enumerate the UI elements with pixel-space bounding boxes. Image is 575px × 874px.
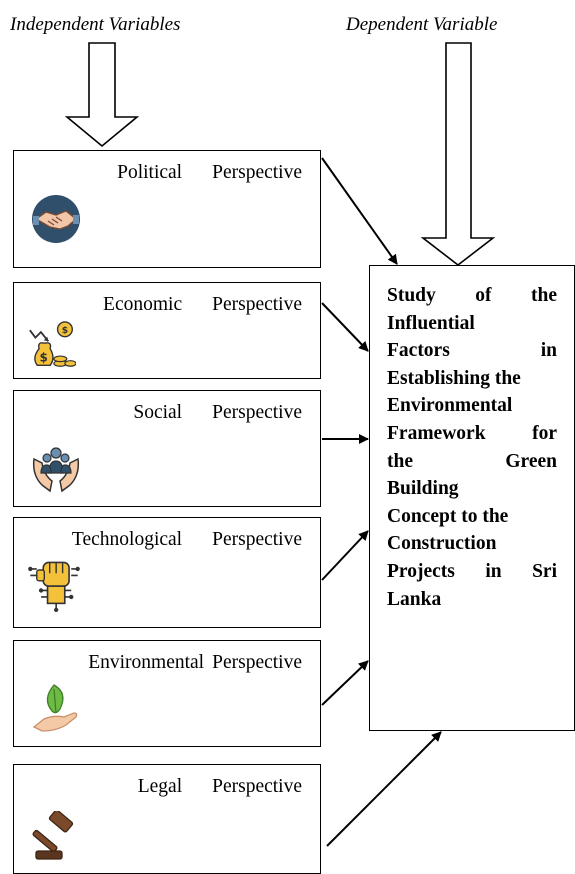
independent-variables-header: Independent Variables bbox=[10, 14, 181, 35]
social-perspective-box: Social Perspective bbox=[13, 390, 321, 507]
legal-perspective-box: Legal Perspective bbox=[13, 764, 321, 874]
arrow-environmental bbox=[321, 660, 369, 706]
dv-word: the bbox=[387, 450, 413, 472]
gavel-icon bbox=[32, 811, 74, 860]
dv-word: Green bbox=[505, 450, 557, 472]
dv-word: Study bbox=[387, 285, 436, 306]
dv-line: Projects in Sri bbox=[387, 558, 557, 586]
dv-word: Establishing the bbox=[387, 367, 521, 389]
dv-line: Lanka bbox=[387, 586, 557, 614]
dv-word: for bbox=[532, 422, 557, 444]
dv-line: Factors in bbox=[387, 337, 557, 365]
box-word-2: Perspective bbox=[212, 294, 302, 315]
dv-word: Concept to the bbox=[387, 505, 509, 527]
box-word-1: Economic bbox=[103, 294, 183, 315]
dv-word: Environmental bbox=[387, 395, 513, 417]
box-word-1: Social bbox=[133, 402, 183, 423]
arrow-technological bbox=[321, 530, 369, 581]
box-word-1: Environmental bbox=[88, 652, 205, 673]
hands-holding-people-icon bbox=[32, 447, 80, 493]
dv-line: Framework for bbox=[387, 420, 557, 448]
dv-word: Sri bbox=[532, 560, 557, 582]
svg-text:$: $ bbox=[62, 325, 68, 336]
hand-leaf-icon bbox=[32, 684, 78, 732]
dv-word: Construction bbox=[387, 533, 497, 555]
box-word-2: Perspective bbox=[212, 162, 302, 183]
dv-line: Construction bbox=[387, 530, 557, 558]
dv-line: Influential bbox=[387, 310, 557, 338]
dv-line: Study of the bbox=[387, 282, 557, 310]
dv-line: Concept to the bbox=[387, 503, 557, 531]
dv-word: the bbox=[531, 285, 557, 306]
dv-word: in bbox=[485, 560, 502, 582]
arrow-economic bbox=[321, 302, 369, 352]
box-word-2: Perspective bbox=[212, 529, 302, 550]
svg-text:$: $ bbox=[40, 351, 48, 365]
dv-word: of bbox=[475, 285, 492, 306]
fist-circuit-icon bbox=[28, 561, 80, 612]
dv-line: Building bbox=[387, 475, 557, 503]
dv-word: Influential bbox=[387, 312, 475, 334]
dv-word: Factors bbox=[387, 340, 450, 362]
economic-perspective-box: Economic Perspective $ $ bbox=[13, 282, 321, 379]
box-word-1: Technological bbox=[71, 529, 183, 550]
arrow-political bbox=[321, 157, 398, 265]
box-word-1: Political bbox=[117, 162, 183, 183]
political-perspective-box: Political Perspective bbox=[13, 150, 321, 268]
technological-perspective-box: Technological Perspective bbox=[13, 517, 321, 628]
box-word-2: Perspective bbox=[212, 652, 302, 673]
dv-line: Environmental bbox=[387, 392, 557, 420]
box-word-2: Perspective bbox=[212, 776, 302, 797]
dv-word: Building bbox=[387, 478, 459, 500]
dependent-variable-header: Dependent Variable bbox=[346, 14, 498, 35]
dv-word: Framework bbox=[387, 422, 486, 444]
dv-word: Lanka bbox=[387, 588, 442, 610]
money-bag-coins-icon: $ $ bbox=[29, 321, 76, 367]
dv-line: the Green bbox=[387, 448, 557, 476]
arrow-legal bbox=[326, 731, 442, 847]
dv-word: Projects bbox=[387, 560, 455, 582]
dv-word: in bbox=[540, 340, 557, 362]
dv-line: Establishing the bbox=[387, 365, 557, 393]
box-word-1: Legal bbox=[137, 776, 183, 797]
handshake-icon bbox=[32, 195, 80, 243]
environmental-perspective-box: Environmental Perspective bbox=[13, 640, 321, 747]
box-word-2: Perspective bbox=[212, 402, 302, 423]
